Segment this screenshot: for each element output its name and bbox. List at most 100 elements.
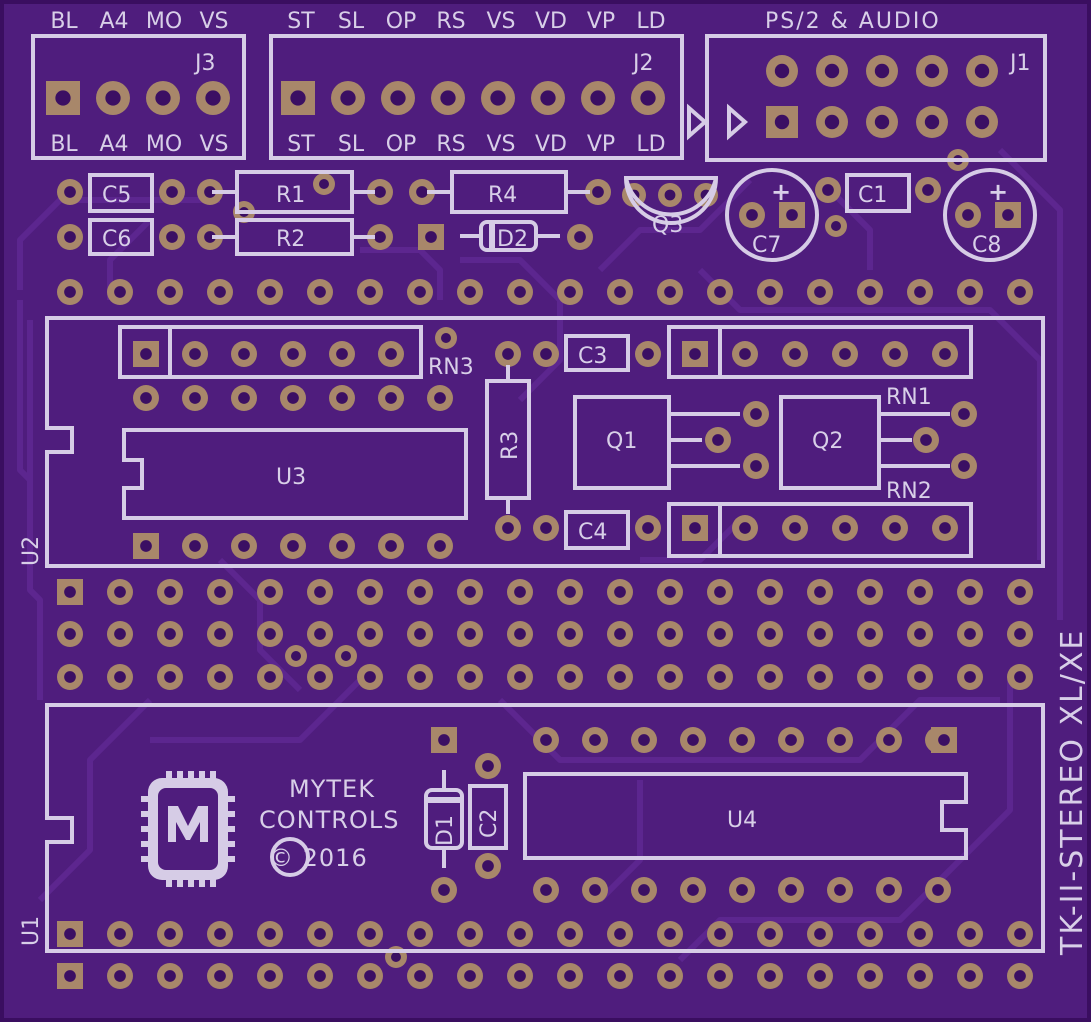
header-pin [707,621,733,647]
u2-pin [107,579,133,605]
header-pin [107,664,133,690]
u1-pin [257,921,283,947]
u1-pin [907,921,933,947]
rn2-pin [882,515,908,541]
u2-pin [257,279,283,305]
header-pin [707,664,733,690]
j2-pin [431,81,465,115]
header-pin [457,621,483,647]
c1-label: C1 [858,183,887,208]
u1-pin [157,963,183,989]
u4-pin [778,727,804,753]
rn2-outline [667,502,973,558]
j1-pin [766,106,798,138]
header-pin [207,664,233,690]
c2-label: C2 [477,809,502,838]
u4-outline [523,772,968,860]
r2-pad [367,224,393,250]
u3-pin [378,385,404,411]
c6-label: C6 [102,227,131,252]
u2-pin [607,279,633,305]
u4-pin [729,727,755,753]
u2-pin [157,579,183,605]
u2-pin [257,579,283,605]
j2-pin [331,81,365,115]
j3-pin [46,81,80,115]
rn3-pin [133,341,159,367]
via [335,645,357,667]
u1-pin [207,921,233,947]
u4-pin [631,727,657,753]
c8-pad [955,202,981,228]
j1-pin [966,55,998,87]
header-pin [907,621,933,647]
q3-label: Q3 [652,213,683,238]
j2-ref: J2 [631,51,654,76]
j3-pin [96,81,130,115]
j1-pin [866,55,898,87]
via [435,327,457,349]
j1-pin [916,106,948,138]
header-pin [807,621,833,647]
r1-label: R1 [276,183,305,208]
q3-outline [623,176,719,225]
rn2-pin [782,515,808,541]
header-pin [157,664,183,690]
u1-pin [557,921,583,947]
j2-outline [269,34,684,160]
rn3-pin [378,341,404,367]
j1-ref: J1 [1008,51,1031,76]
u1-pin [557,963,583,989]
r4-pad [585,179,611,205]
rn3-pin [231,341,257,367]
u4-pin [729,877,755,903]
pad-layer [46,55,1033,989]
rn2-pin [832,515,858,541]
u2-pin [357,279,383,305]
u4-pin [827,727,853,753]
c8-plus: + [988,178,1008,206]
rn3-pin [182,341,208,367]
rn1-label: RN1 [886,385,932,410]
header-pin [357,621,383,647]
brand-line1: MYTEK [289,775,375,803]
u1-pin [757,921,783,947]
header-pin [307,621,333,647]
u1-pin [307,963,333,989]
r1-pad [367,179,393,205]
pin1-arrow-b [727,103,749,141]
j2-bot-label: VP [587,132,615,157]
j3-pin [146,81,180,115]
header-pin [307,664,333,690]
u1-pin [457,963,483,989]
u3-pin [329,385,355,411]
header-pin [557,621,583,647]
u2-pin [57,579,83,605]
u2-pin [907,279,933,305]
u1-pin [907,963,933,989]
u1-pin [257,963,283,989]
j2-pin [631,81,665,115]
q2-pin [951,453,977,479]
j2-top-label: LD [636,9,665,34]
j3-top-label: VS [199,9,228,34]
u2-pin [307,279,333,305]
c7-pad [739,202,765,228]
u1-pin [157,921,183,947]
u2-pin [557,579,583,605]
j3-pin [196,81,230,115]
u1-pin [707,963,733,989]
j3-bot-label: A4 [99,132,128,157]
j2-bot-label: VD [535,132,567,157]
u1-pin [807,963,833,989]
j3-top-label: BL [50,9,78,34]
u1-pin [307,921,333,947]
u2-label: U2 [19,536,44,566]
c8-label: C8 [972,233,1001,258]
c1-outline [845,173,911,213]
u2-pin [807,579,833,605]
j2-pin [531,81,565,115]
j2-top-label: OP [386,9,417,34]
q2-pin [913,427,939,453]
u3-pin [182,385,208,411]
